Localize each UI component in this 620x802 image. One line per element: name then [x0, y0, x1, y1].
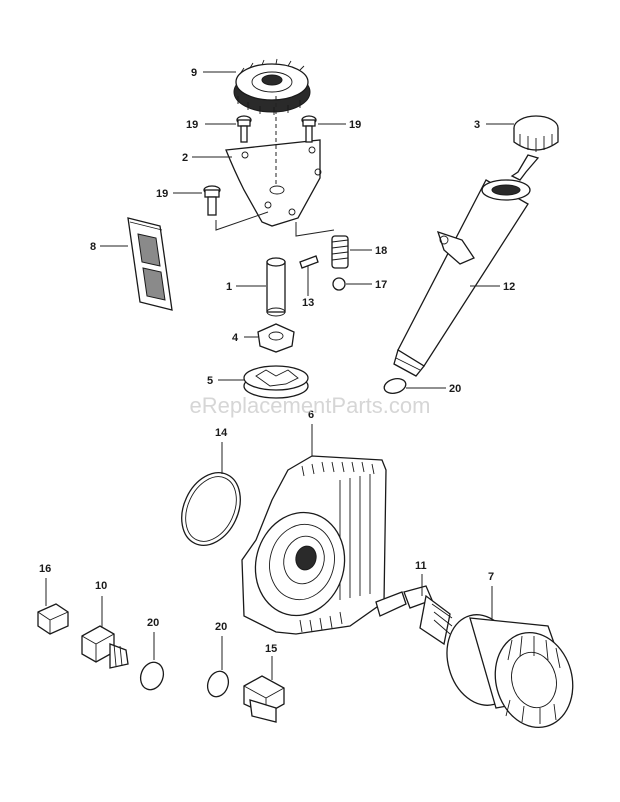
- callout-20-left: 20: [147, 617, 159, 629]
- gear-part-9: [233, 58, 311, 115]
- callout-4: 4: [232, 332, 239, 344]
- drain-plug-part-15: [243, 675, 285, 723]
- callout-20-tube: 20: [449, 383, 461, 395]
- dipstick-tube-part-12: [393, 179, 531, 377]
- ball-part-17: [332, 277, 346, 291]
- pin-part-13: [299, 255, 319, 269]
- spring-part-18: [331, 235, 349, 269]
- screw-part-19-lower: [203, 185, 221, 216]
- outer-rotor-part-5: [243, 365, 309, 399]
- screen-part-8: [127, 217, 173, 311]
- callout-19-left: 19: [186, 119, 198, 131]
- o-ring-part-20-left: [139, 661, 165, 691]
- plate-part-2: [225, 139, 322, 227]
- fitting-part-10: [81, 625, 129, 669]
- callout-20-right: 20: [215, 621, 227, 633]
- screw-part-19-left: [236, 115, 252, 143]
- callout-7: 7: [488, 571, 494, 583]
- callout-13: 13: [302, 297, 314, 309]
- plug-part-16: [37, 603, 69, 635]
- callout-16: 16: [39, 563, 51, 575]
- callout-15: 15: [265, 643, 277, 655]
- callout-11: 11: [415, 560, 427, 572]
- callout-1: 1: [226, 281, 232, 293]
- watermark-text: eReplacementParts.com: [190, 393, 431, 418]
- housing-part-6: [241, 455, 387, 635]
- o-ring-part-20-right: [206, 670, 230, 698]
- oil-filter-part-7: [446, 614, 574, 729]
- o-ring-part-20-tube: [383, 378, 407, 394]
- callout-3: 3: [474, 119, 480, 131]
- callout-17: 17: [375, 279, 387, 291]
- callout-9: 9: [191, 67, 197, 79]
- callout-8: 8: [90, 241, 96, 253]
- callout-18: 18: [375, 245, 387, 257]
- o-ring-part-14: [181, 472, 241, 546]
- callout-19-right: 19: [349, 119, 361, 131]
- callout-5: 5: [207, 375, 213, 387]
- shaft-part-1: [266, 257, 286, 317]
- dipstick-cap-part-3: [510, 115, 559, 181]
- callout-2: 2: [182, 152, 188, 164]
- callouts: 9 19 19 2 19 8 18 1 13 17 4 5 3 12 20 14…: [39, 67, 515, 655]
- inner-rotor-part-4: [257, 323, 295, 353]
- callout-10: 10: [95, 580, 107, 592]
- fitting-part-11: [375, 585, 453, 646]
- callout-6: 6: [308, 409, 314, 421]
- callout-14: 14: [215, 427, 228, 439]
- callout-12: 12: [503, 281, 515, 293]
- callout-19-lower: 19: [156, 188, 168, 200]
- screw-part-19-right: [301, 115, 317, 143]
- leader-lines: [45, 71, 514, 680]
